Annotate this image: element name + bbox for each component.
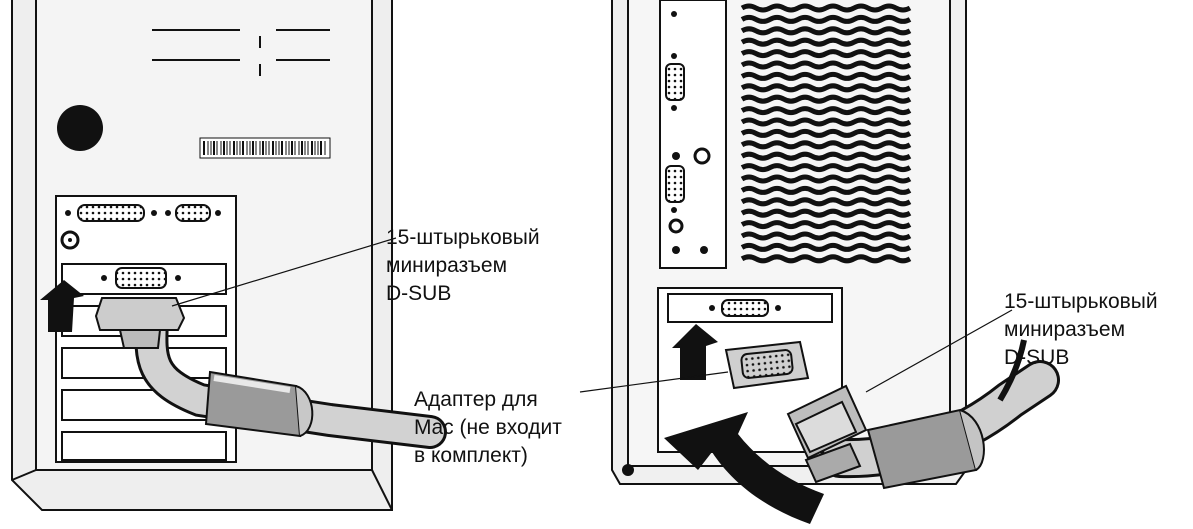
pc-vga-plug bbox=[94, 297, 186, 349]
vent-slot bbox=[740, 71, 912, 81]
pc-callout-leader bbox=[171, 237, 397, 307]
vent-slot bbox=[740, 242, 912, 252]
mac-vent-grille bbox=[740, 3, 912, 264]
mac-connector-label-line1: 15-штырьковый bbox=[1004, 290, 1158, 313]
mac-monitor-cable bbox=[820, 339, 1060, 490]
pc-connector-label-line3: D-SUB bbox=[386, 282, 452, 305]
mac-adapter-label-line3: в комплект) bbox=[414, 444, 528, 467]
vent-slot bbox=[740, 163, 912, 173]
pc-vent-marks bbox=[152, 29, 330, 76]
pc-insert-arrow-icon bbox=[40, 280, 84, 332]
vent-slot bbox=[740, 60, 912, 70]
vent-slot bbox=[740, 254, 912, 264]
mac-connector-label-line2: миниразъем bbox=[1004, 318, 1126, 341]
vent-slot bbox=[740, 106, 912, 116]
vent-slot bbox=[740, 197, 912, 207]
mac-connector-label-line3: D-SUB bbox=[1004, 346, 1070, 369]
vent-slot bbox=[740, 14, 912, 24]
mac-pci-card bbox=[659, 0, 727, 269]
vent-slot bbox=[740, 151, 912, 161]
mac-large-arrow-icon bbox=[664, 412, 824, 524]
mac-adapter-label-line2: Mac (не входит bbox=[414, 416, 562, 439]
vent-slot bbox=[740, 128, 912, 138]
vent-slot bbox=[740, 3, 912, 13]
pc-connector-label-line1: 15-штырьковый bbox=[386, 226, 540, 249]
vent-slot bbox=[740, 185, 912, 195]
vent-slot bbox=[740, 26, 912, 36]
adapter-callout-leader bbox=[579, 371, 729, 393]
vent-slot bbox=[740, 83, 912, 93]
vent-slot bbox=[740, 140, 912, 150]
pc-connector-label: 15-штырьковый миниразъем D-SUB bbox=[386, 224, 540, 308]
mac-vga-plug bbox=[786, 384, 868, 484]
vent-slot bbox=[740, 208, 912, 218]
mac-callout-leader bbox=[865, 309, 1013, 393]
mac-insert-arrow-icon bbox=[672, 324, 718, 380]
power-socket-icon bbox=[57, 105, 103, 151]
vent-slot bbox=[740, 94, 912, 104]
mac-connector-label: 15-штырьковый миниразъем D-SUB bbox=[1004, 288, 1158, 372]
mac-adapter-label: Адаптер для Mac (не входит в комплект) bbox=[414, 386, 562, 470]
vent-slot bbox=[740, 49, 912, 59]
vent-slot bbox=[740, 174, 912, 184]
vent-slot bbox=[740, 37, 912, 47]
mac-adapter-label-line1: Адаптер для bbox=[414, 388, 538, 411]
vent-slot bbox=[740, 231, 912, 241]
vent-slot bbox=[740, 117, 912, 127]
vent-slot bbox=[740, 220, 912, 230]
pc-connector-label-line2: миниразъем bbox=[386, 254, 508, 277]
barcode-label bbox=[199, 137, 331, 159]
mac-adapter bbox=[724, 340, 810, 390]
